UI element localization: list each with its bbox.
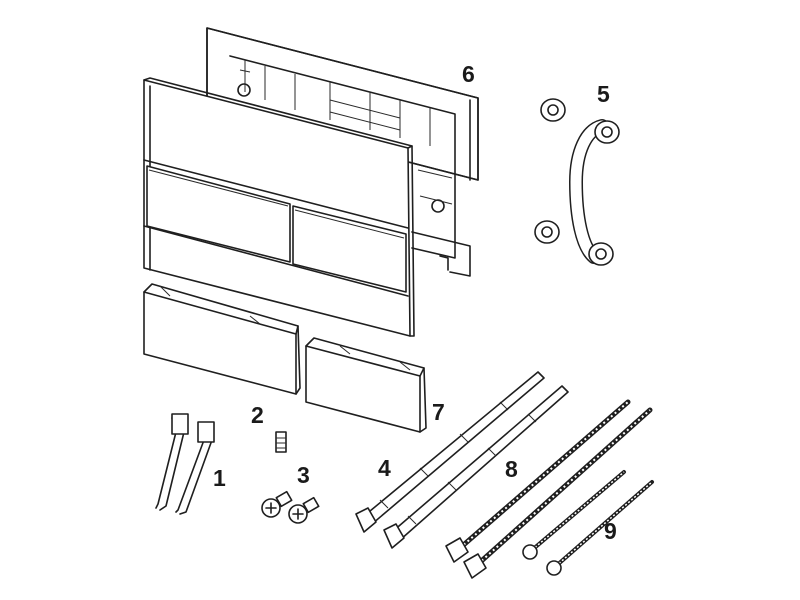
callout-3: 3 [297, 462, 310, 488]
callout-8: 8 [505, 456, 518, 482]
flush-button-caps [143, 283, 427, 433]
callout-4: 4 [378, 455, 391, 481]
small-screw [275, 431, 287, 453]
mounting-frame [206, 27, 479, 277]
callout-5: 5 [597, 81, 610, 107]
callout-9: 9 [604, 518, 617, 544]
front-cover-plate [143, 77, 415, 337]
actuator-rods [355, 371, 569, 549]
long-screws [522, 470, 654, 576]
callout-6: 6 [462, 61, 475, 87]
bracket-connectors [516, 98, 620, 266]
callout-2: 2 [251, 402, 264, 428]
right-flush-button [292, 205, 407, 293]
clip-springs [155, 413, 215, 515]
left-flush-button [146, 165, 291, 263]
fixing-screws [261, 490, 320, 524]
callout-7: 7 [432, 399, 445, 425]
callout-1: 1 [213, 465, 226, 491]
threaded-rods [445, 399, 653, 579]
